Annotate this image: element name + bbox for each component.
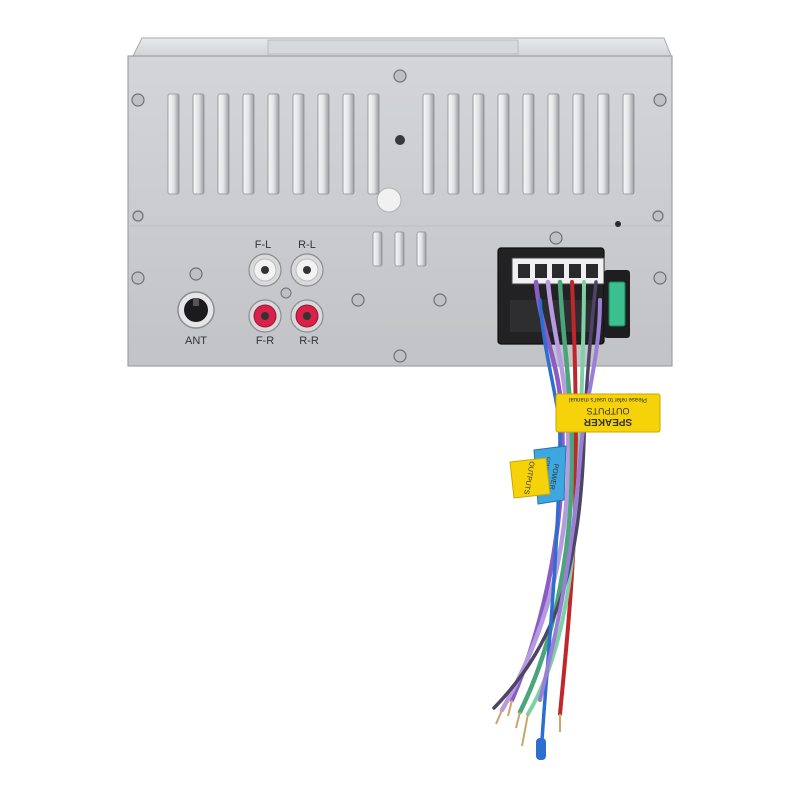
wire-tips — [495, 699, 561, 760]
screw-hole-small — [615, 221, 621, 227]
svg-text:OUTPUTS: OUTPUTS — [586, 406, 629, 416]
svg-text:POWER: POWER — [548, 463, 559, 490]
vent-slots-right — [422, 93, 635, 195]
antenna-jack[interactable] — [177, 291, 215, 329]
rca-jack-front-right[interactable] — [248, 299, 282, 333]
inline-fuse — [604, 270, 630, 338]
vent-slots-left — [167, 93, 380, 195]
vent-slots-small — [372, 231, 427, 267]
speaker-outputs-tag: SPEAKER OUTPUTS Please refer to user's m… — [555, 393, 661, 433]
rear-left-label: R-L — [298, 239, 316, 251]
warranty-seal-sticker — [376, 187, 402, 213]
small-outputs-tag: OUTPUTS — [509, 457, 551, 499]
svg-text:SPEAKER: SPEAKER — [583, 416, 632, 427]
front-left-label: F-L — [255, 239, 272, 251]
front-right-label: F-R — [256, 335, 274, 347]
rca-jack-rear-left[interactable] — [290, 253, 324, 287]
panel-screws — [131, 69, 667, 363]
wire-bundle — [492, 279, 602, 742]
screw-hole — [395, 135, 405, 145]
svg-text:Please refer to user's manual: Please refer to user's manual — [569, 396, 647, 402]
rca-jack-front-left[interactable] — [248, 253, 282, 287]
rca-jack-rear-right[interactable] — [290, 299, 324, 333]
rear-right-label: R-R — [299, 335, 319, 347]
antenna-label: ANT — [185, 335, 207, 347]
